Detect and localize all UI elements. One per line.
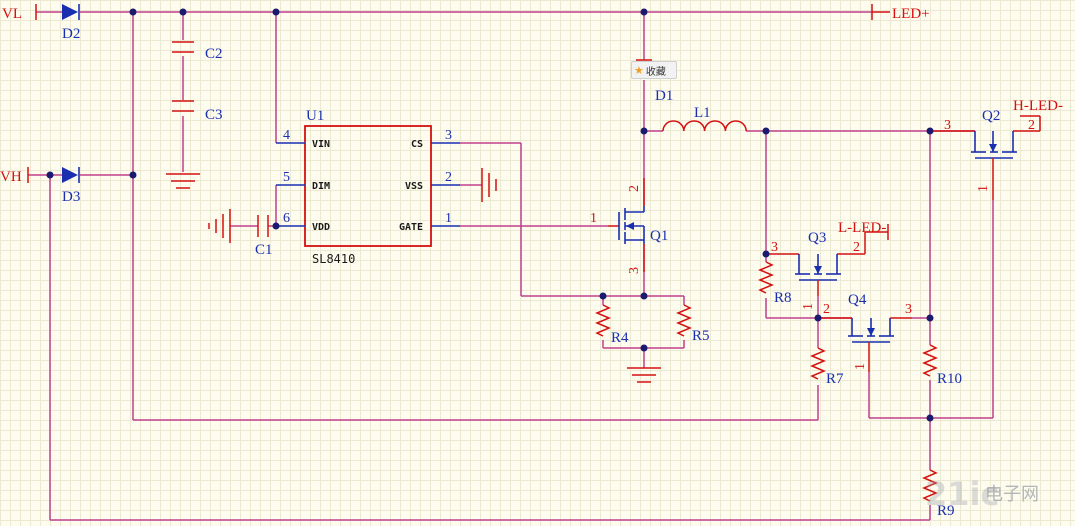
ic-pin-num-4: 4 xyxy=(283,128,290,143)
ic-pin-num-3: 3 xyxy=(445,128,452,143)
q4-pin-drain: 2 xyxy=(823,302,830,317)
q3-pin-source: 2 xyxy=(853,240,860,255)
label-q2: Q2 xyxy=(982,108,1000,124)
ic-pin-num-6: 6 xyxy=(283,211,290,226)
capacitor-c1 xyxy=(257,215,269,237)
q2-pin-drain: 3 xyxy=(944,118,951,133)
label-d1: D1 xyxy=(655,88,673,104)
ic-pin-cs: CS xyxy=(411,139,423,150)
resistor-r4 xyxy=(595,304,611,337)
port-led-plus: LED+ xyxy=(892,6,930,22)
port-h-led-minus: H-LED- xyxy=(1013,98,1063,114)
q4-pin-gate: 1 xyxy=(853,363,868,370)
diode-d2 xyxy=(62,4,80,20)
port-vl: VL xyxy=(2,6,22,22)
resistor-r10 xyxy=(922,344,938,377)
mosfet-q4 xyxy=(818,317,912,372)
ground-c3 xyxy=(166,173,200,189)
label-r5: R5 xyxy=(692,328,710,344)
diode-d3 xyxy=(62,167,80,183)
resistor-r9 xyxy=(922,469,938,502)
ic-pin-num-2: 2 xyxy=(445,170,452,185)
mosfet-q2 xyxy=(930,130,1020,200)
resistor-r7 xyxy=(810,347,826,380)
ground-c1 xyxy=(208,209,231,243)
capacitor-c3 xyxy=(172,100,194,112)
q2-pin-gate: 1 xyxy=(976,185,991,192)
ground-vss xyxy=(460,168,497,202)
q1-pin-drain: 2 xyxy=(627,185,642,192)
ground-r4r5 xyxy=(627,367,661,383)
q3-pin-drain: 3 xyxy=(771,240,778,255)
q1-pin-gate: 1 xyxy=(590,211,597,226)
labels: VL VH LED+ H-LED- L-LED- D2 D3 C2 C3 C1 … xyxy=(0,6,1063,519)
inductor-l1 xyxy=(662,120,747,132)
label-d2: D2 xyxy=(62,26,80,42)
ports xyxy=(27,4,1041,240)
q1-pin-source: 3 xyxy=(627,267,642,274)
resistor-r8 xyxy=(758,261,774,294)
label-c3: C3 xyxy=(205,107,223,123)
label-r9: R9 xyxy=(937,503,955,519)
label-l1: L1 xyxy=(694,105,711,121)
watermark-logo: 21ic xyxy=(925,475,999,513)
ic-pin-num-5: 5 xyxy=(283,170,290,185)
bookmark-badge[interactable]: ★ 收藏 xyxy=(631,61,677,79)
mosfet-q3 xyxy=(766,232,866,296)
label-q3: Q3 xyxy=(808,230,826,246)
label-q4: Q4 xyxy=(848,292,867,308)
bookmark-label: 收藏 xyxy=(645,66,666,78)
ic-pin-dim: DIM xyxy=(312,181,330,192)
ic-pin-gate: GATE xyxy=(399,222,423,233)
label-ic-part: SL8410 xyxy=(312,252,355,266)
q4-pin-source: 3 xyxy=(905,302,912,317)
label-c2: C2 xyxy=(205,46,223,62)
label-r8: R8 xyxy=(774,290,792,306)
label-d3: D3 xyxy=(62,189,80,205)
ic-pin-num-1: 1 xyxy=(445,211,452,226)
wires xyxy=(28,11,994,521)
star-icon: ★ xyxy=(634,63,644,77)
watermark-text: 电子网 xyxy=(985,484,1039,505)
ic-pin-vdd: VDD xyxy=(312,222,330,233)
ic-pin-vss: VSS xyxy=(405,181,423,192)
resistor-r5 xyxy=(676,304,692,337)
ic-u1 xyxy=(276,125,460,247)
label-u1: U1 xyxy=(306,108,324,124)
junction-dots xyxy=(46,8,934,422)
q2-pin-source: 2 xyxy=(1028,118,1035,133)
label-c1: C1 xyxy=(255,242,273,258)
ic-pin-vin: VIN xyxy=(312,139,330,150)
capacitor-c2 xyxy=(172,41,194,53)
port-l-led-minus: L-LED- xyxy=(838,220,886,236)
port-vh: VH xyxy=(0,169,22,185)
mosfet-q1 xyxy=(608,178,645,272)
label-r7: R7 xyxy=(826,371,844,387)
label-q1: Q1 xyxy=(650,228,668,244)
q3-pin-gate: 1 xyxy=(801,303,816,310)
label-r10: R10 xyxy=(937,371,962,387)
label-r4: R4 xyxy=(611,330,629,346)
